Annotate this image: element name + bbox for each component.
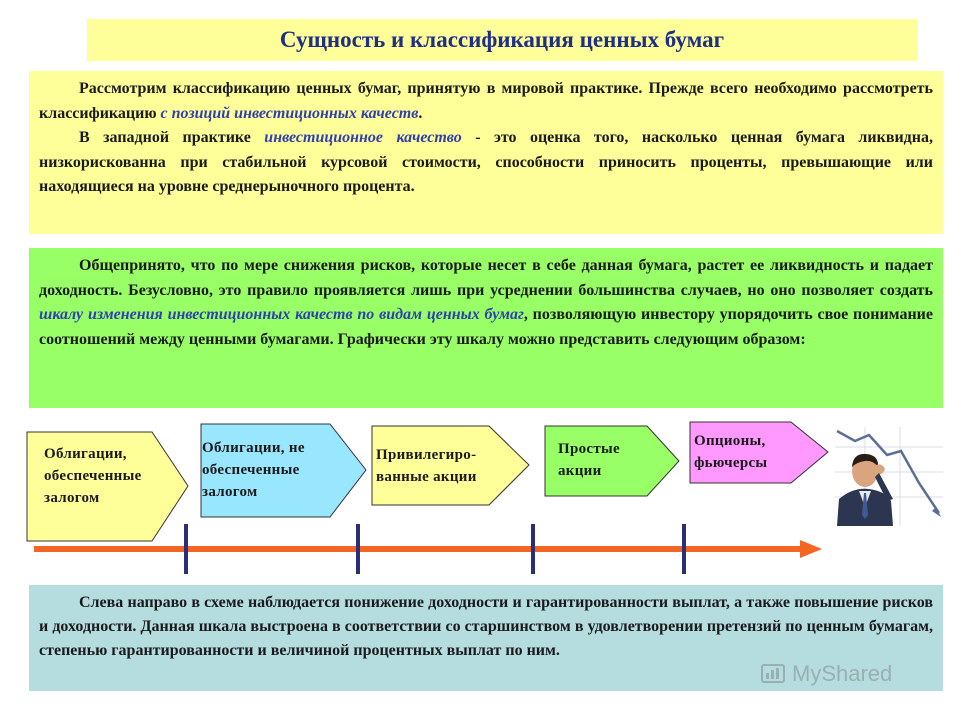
page-title: Сущность и классификация ценных бумаг	[279, 27, 725, 52]
watermark: MyShared	[760, 659, 930, 689]
intro-text-1: Рассмотрим классификацию ценных бумаг, п…	[39, 80, 933, 122]
scale-arrow-head	[800, 540, 822, 558]
worried-investor-falling-chart-icon	[835, 427, 943, 526]
scale-intro-text-1: Общепринято, что по мере снижения рисков…	[39, 257, 933, 299]
intro-text-2a: В западной практике	[79, 129, 265, 146]
intro-highlight-2: инвестиционное качество	[264, 129, 462, 146]
intro-text-2b: - это оценка того, насколько ценная бума…	[39, 129, 933, 195]
title-banner: Сущность и классификация ценных бумаг	[87, 19, 917, 61]
scale-label-secured-bonds: Облигации, обеспеченные залогом	[44, 446, 142, 506]
intro-highlight-1: с позиций инвестиционных качеств	[160, 104, 419, 122]
intro-paragraph-1: Рассмотрим классификацию ценных бумаг, п…	[39, 77, 933, 126]
scale-intro-paragraph: Общепринято, что по мере снижения рисков…	[39, 254, 933, 352]
intro-end-1: .	[418, 104, 423, 122]
intro-paragraph-2: В западной практике инвестиционное качес…	[39, 126, 933, 200]
scale-label-common-shares: Простые акции	[558, 441, 621, 479]
conclusion-paragraph: Слева направо в схеме наблюдается пониже…	[39, 594, 933, 659]
scale-label-unsecured-bonds: Облигации, не обеспеченные залогом	[202, 440, 305, 500]
scale-intro-panel: Общепринято, что по мере снижения рисков…	[29, 248, 943, 408]
intro-panel: Рассмотрим классификацию ценных бумаг, п…	[29, 71, 943, 234]
scale-intro-highlight: шкалу изменения инвестиционных качеств п…	[39, 306, 524, 323]
watermark-text: MyShared	[792, 661, 893, 686]
watermark-logo-icon	[761, 664, 785, 683]
conclusion-panel: Слева направо в схеме наблюдается пониже…	[29, 585, 943, 691]
scale-label-preferred-shares: Привилегиро- ванные акции	[376, 447, 477, 485]
scale-intro-text-2: , позволяющую инвестору упорядочить свое…	[39, 306, 933, 348]
scale-label-options-futures: Опционы, фьючерсы	[694, 433, 768, 471]
